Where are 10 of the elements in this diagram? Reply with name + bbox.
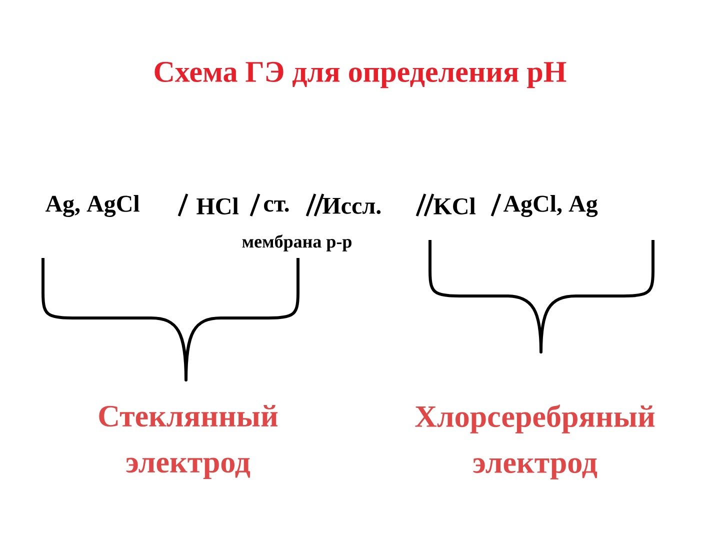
formula-text: ст. (264, 200, 289, 212)
electrode-label: Хлорсеребряный электрод (415, 404, 655, 480)
formula-text: AgCl, Ag (503, 195, 598, 217)
electrode-label: Стеклянный электрод (99, 405, 278, 479)
formula-text: мембрана р-р (242, 234, 352, 252)
formula-text: Ag, AgCl (45, 195, 140, 217)
formula-text: Иссл. (322, 198, 381, 214)
formula-text: HCl (196, 198, 238, 214)
formula-text: KCl (434, 198, 476, 214)
title: Схема ГЭ для определения pH (154, 62, 566, 88)
